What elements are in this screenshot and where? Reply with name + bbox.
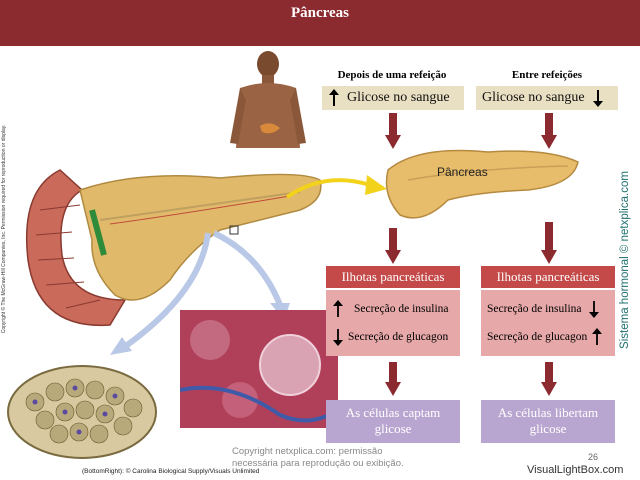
side-credit: Sistema hormonal © netxplica.com <box>619 171 631 349</box>
pancreas-small-illustration <box>385 149 579 219</box>
footer-copyright-line2: necessária para reprodução ou exibição. <box>232 458 404 469</box>
human-figure <box>230 51 306 148</box>
between-meals-glucose-box: Glicose no sangue <box>476 86 618 110</box>
islet-micrograph <box>180 310 338 428</box>
between-meals-islets-header: Ilhotas pancreáticas <box>481 266 615 288</box>
after-meal-islets-body: Secreção de insulina Secreção de glucago… <box>326 290 460 356</box>
left-copyright: Copyright © The McGraw-Hill Companies, I… <box>1 124 7 334</box>
between-meals-result-box: As células libertam glicose <box>481 400 615 443</box>
down-arrow-icon <box>592 90 603 107</box>
islet-cells-illustration <box>7 365 157 459</box>
after-meal-glucagon: Secreção de glucagon <box>348 331 449 343</box>
after-meal-islets-header: Ilhotas pancreáticas <box>326 266 460 288</box>
flow-arrow-icon <box>541 222 557 264</box>
between-meals-glucose-label: Glicose no sangue <box>482 90 585 105</box>
flow-arrow-icon <box>385 228 401 264</box>
between-meals-insulin: Secreção de insulina <box>487 303 582 315</box>
pancreas-illustration <box>25 169 322 327</box>
page-title: Pâncreas <box>290 5 350 21</box>
yellow-arrow-icon <box>285 175 387 199</box>
pancreas-label: Pâncreas <box>437 165 488 179</box>
flow-arrow-icon <box>385 362 401 396</box>
flow-arrow-icon <box>541 113 557 149</box>
after-meal-heading: Depois de uma refeição <box>337 69 447 81</box>
flow-arrow-icon <box>385 113 401 149</box>
between-meals-heading: Entre refeições <box>511 69 583 81</box>
after-meal-result-line1: As células captam <box>345 405 441 420</box>
between-meals-islets-body: Secreção de insulina Secreção de glucago… <box>481 290 615 356</box>
flow-arrow-icon <box>541 362 557 396</box>
down-arrow-icon <box>588 301 599 318</box>
down-arrow-icon <box>333 329 343 346</box>
footer-copyright: Copyright netxplica.com: permissão neces… <box>232 446 432 470</box>
after-meal-glucose-label: Glicose no sangue <box>347 90 450 105</box>
up-arrow-icon <box>329 89 339 106</box>
title-bar <box>0 0 640 46</box>
up-arrow-icon <box>592 328 603 345</box>
watermark: VisualLightBox.com <box>527 464 624 476</box>
after-meal-glucose-box: Glicose no sangue <box>322 86 464 110</box>
after-meal-result-box: As células captam glicose <box>326 400 460 443</box>
up-arrow-icon <box>333 300 343 317</box>
after-meal-result-line2: glicose <box>374 421 412 436</box>
photo-credit: (BottomRight): © Carolina Biological Sup… <box>82 468 260 475</box>
footer-copyright-line1: Copyright netxplica.com: permissão <box>232 446 383 457</box>
between-meals-result-line1: As células libertam <box>497 405 599 420</box>
after-meal-insulin: Secreção de insulina <box>354 303 449 315</box>
page-number: 26 <box>588 452 599 462</box>
between-meals-glucagon: Secreção de glucagon <box>487 331 588 343</box>
between-meals-result-line2: glicose <box>529 421 567 436</box>
